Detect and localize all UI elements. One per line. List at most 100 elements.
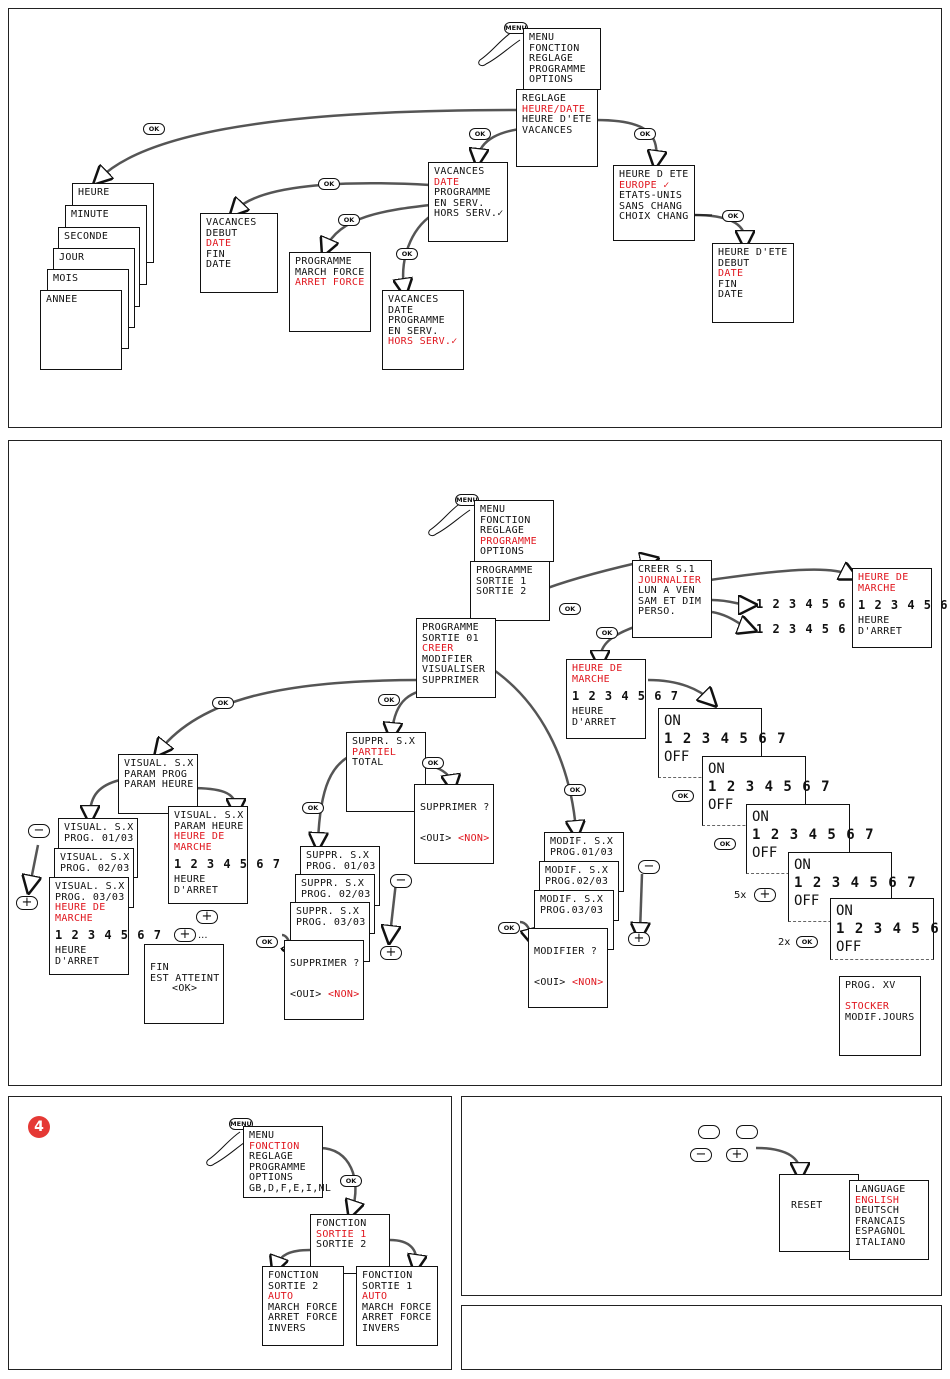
line: HEURE D'ETE (718, 247, 788, 258)
line: PERSO. (638, 606, 676, 617)
line-selected: HORS SERV.✓ (388, 336, 458, 347)
plus-button[interactable]: + (754, 888, 776, 902)
off-label: OFF (752, 845, 778, 861)
plus-button[interactable]: + (174, 928, 196, 942)
menu-button[interactable]: MENU (455, 494, 479, 506)
minus-button[interactable]: − (638, 860, 660, 874)
line: ANNEE (46, 294, 78, 305)
line-selected: PROGRAMME (480, 535, 537, 547)
p1-vacances-screen: VACANCES DATE PROGRAMME EN SERV. HORS SE… (428, 162, 508, 242)
plus-button[interactable]: + (380, 946, 402, 960)
plus-button[interactable]: + (628, 932, 650, 946)
line-selected: HEURE/DATE (522, 103, 586, 115)
ok-button[interactable]: OK (302, 802, 324, 814)
non-option: <NON> (457, 832, 490, 844)
line-selected: HEURE DE (55, 902, 106, 913)
line: MENU (480, 504, 506, 515)
line-selected: STOCKER (845, 1001, 890, 1012)
line: LANGUAGE (855, 1184, 906, 1195)
oui-option: <OUI> (290, 988, 322, 1000)
line: SORTIE 2 (476, 586, 527, 597)
p2-fin-screen: FIN EST ATTEINT <OK> (144, 944, 224, 1024)
ok-button[interactable]: OK (596, 627, 618, 639)
line: SORTIE 2 (316, 1239, 367, 1250)
line: VISUAL. S.X (124, 758, 194, 769)
ok-button[interactable]: OK (256, 936, 278, 948)
ok-button[interactable]: OK (212, 697, 234, 709)
ok-button[interactable]: OK (422, 757, 444, 769)
line: HEURE (174, 874, 206, 885)
line: SANS CHANG (619, 200, 683, 212)
line: FONCTION (268, 1270, 319, 1281)
p2-prog-xv-screen: PROG. XV STOCKER MODIF.JOURS (839, 976, 921, 1056)
p2-perso-screen: HEURE DE MARCHE 1 2 3 4 5 6 7 HEURE D'AR… (566, 659, 679, 739)
line: DATE (388, 304, 414, 316)
line-selected: ARRET FORCE (295, 277, 365, 288)
line: PROG. 02/03 (301, 888, 371, 900)
line: SUPPR. S.X (306, 850, 370, 861)
line: MODIF.JOURS (845, 1011, 915, 1023)
ok-button[interactable]: OK (564, 784, 586, 796)
ok-button[interactable]: OK (340, 1175, 362, 1187)
line: MODIFIER (422, 653, 473, 665)
days-indicator: 1 2 3 4 5 6 7 (664, 731, 787, 747)
date-screen: ANNEE (40, 290, 122, 370)
plus-button[interactable]: + (726, 1148, 748, 1162)
off-label: OFF (794, 893, 820, 909)
line: PROGRAMME (388, 315, 445, 326)
line: PROG. 01/03 (306, 860, 376, 872)
oui-option: <OUI> (534, 976, 566, 988)
p2-modifier-q-screen: MODIFIER ? <OUI> <NON> (528, 928, 608, 1008)
ok-button[interactable]: OK (498, 922, 520, 934)
ok-button[interactable]: OK (469, 128, 491, 140)
days-indicator: 1 2 3 4 5 6 7 (55, 928, 162, 942)
line: REGLAGE (480, 525, 525, 536)
p3-menu-screen: MENU FONCTION REGLAGE PROGRAMME OPTIONS … (243, 1126, 331, 1198)
blank-button[interactable] (698, 1125, 720, 1139)
p1-ete-choix-screen: HEURE D'ETE DEBUT DATE FIN DATE (712, 243, 794, 323)
line-selected: DATE (206, 238, 232, 249)
ok-button[interactable]: OK (714, 838, 736, 850)
line: SUPPRIMER (422, 674, 479, 686)
p2-supprimer-total-screen: SUPPRIMER ? <OUI> <NON> (414, 784, 494, 864)
p1-menu-screen: MENU FONCTION REGLAGE PROGRAMME OPTIONS (523, 28, 601, 90)
line: HORS SERV.✓ (434, 208, 504, 219)
ok-button[interactable]: OK (143, 123, 165, 135)
ok-button[interactable]: OK (672, 790, 694, 802)
days-weekdays: 1 2 3 4 5 6 7 (756, 593, 863, 615)
off-label: OFF (836, 939, 862, 955)
p4-reset-screen: RESET (779, 1174, 859, 1252)
minus-button[interactable]: − (390, 874, 412, 888)
p2-prog-main-screen: PROGRAMME SORTIE 01 CREER MODIFIER VISUA… (416, 618, 496, 698)
plus-button[interactable]: + (16, 896, 38, 910)
line: PROG. 03/03 (296, 916, 366, 928)
line: DEUTSCH (855, 1205, 900, 1216)
ok-button[interactable]: OK (634, 128, 656, 140)
on-label: ON (794, 857, 811, 873)
days-indicator: 1 2 3 4 5 6 7 (572, 689, 679, 703)
line: PROGRAMME (422, 622, 479, 633)
ok-button[interactable]: OK (559, 603, 581, 615)
ok-button[interactable]: OK (396, 248, 418, 260)
minus-button[interactable]: − (690, 1148, 712, 1162)
line: VACANCES (206, 217, 257, 228)
repeat-count: 5x (734, 890, 747, 901)
ok-button[interactable]: OK (796, 936, 818, 948)
days-weekend: 1 2 3 4 5 6 7 (756, 618, 863, 640)
days-indicator: 1 2 3 4 5 6 7 (756, 622, 863, 636)
line-selected: HEURE DE (174, 831, 225, 842)
line: SUPPRIMER ? (290, 958, 360, 969)
ok-button[interactable]: OK (318, 178, 340, 190)
line: SUPPR. S.X (296, 906, 360, 917)
plus-button[interactable]: + (196, 910, 218, 924)
ok-button[interactable]: OK (338, 214, 360, 226)
ok-button[interactable]: OK (378, 694, 400, 706)
line-selected: DATE (434, 176, 460, 188)
line: VACANCES (388, 294, 439, 305)
blank-button[interactable] (736, 1125, 758, 1139)
p1-vacances-prog-screen: PROGRAMME MARCH FORCE ARRET FORCE (289, 252, 371, 332)
line: PROGRAMME (476, 565, 533, 576)
ok-button[interactable]: OK (722, 210, 744, 222)
minus-button[interactable]: − (28, 824, 50, 838)
p4-language-screen: LANGUAGE ENGLISH DEUTSCH FRANCAIS ESPAGN… (849, 1180, 929, 1260)
